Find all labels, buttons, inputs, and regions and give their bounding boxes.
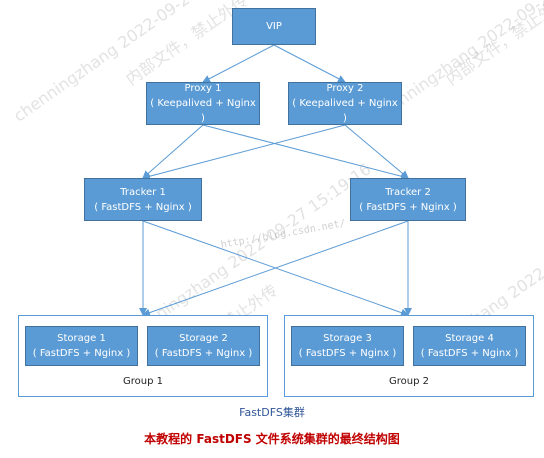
edge-vip-proxy2 (273, 44, 346, 83)
storage3-name: Storage 3 (323, 333, 372, 344)
vip-node: VIP (232, 8, 316, 45)
group2-label: Group 2 (389, 376, 429, 387)
storage2-detail: ( FastDFS + Nginx ) (154, 348, 253, 359)
storage2-node: Storage 2 ( FastDFS + Nginx ) (147, 326, 260, 366)
storage4-node: Storage 4 ( FastDFS + Nginx ) (413, 326, 526, 366)
proxy1-node: Proxy 1 ( Keepalived + Nginx ) (146, 82, 260, 125)
tracker2-node: Tracker 2 ( FastDFS + Nginx ) (350, 178, 466, 221)
storage1-node: Storage 1 ( FastDFS + Nginx ) (25, 326, 138, 366)
edge-vip-proxy1 (202, 44, 275, 83)
tracker2-detail: ( FastDFS + Nginx ) (359, 201, 457, 213)
group1-label: Group 1 (123, 376, 163, 387)
edge-tracker2-group1 (142, 220, 409, 317)
tracker2-name: Tracker 2 (385, 186, 431, 198)
proxy1-name: Proxy 1 (184, 83, 222, 94)
vip-label: VIP (266, 21, 282, 32)
storage2-name: Storage 2 (179, 333, 228, 344)
storage1-detail: ( FastDFS + Nginx ) (32, 348, 131, 359)
storage4-name: Storage 4 (445, 333, 494, 344)
figure-caption: 本教程的 FastDFS 文件系统集群的最终结构图 (144, 432, 400, 446)
tracker1-name: Tracker 1 (120, 186, 166, 198)
edge-proxy1-tracker1 (142, 124, 204, 179)
cluster-label: FastDFS集群 (239, 406, 305, 419)
edge-proxy2-tracker2 (344, 124, 409, 179)
proxy1-detail: ( Keepalived + Nginx ) (150, 98, 256, 124)
tracker1-detail: ( FastDFS + Nginx ) (94, 201, 192, 213)
storage3-detail: ( FastDFS + Nginx ) (298, 348, 397, 359)
storage4-detail: ( FastDFS + Nginx ) (420, 348, 519, 359)
tracker1-node: Tracker 1 ( FastDFS + Nginx ) (84, 178, 202, 221)
edge-proxy2-tracker1 (142, 124, 346, 181)
storage1-name: Storage 1 (57, 333, 106, 344)
proxy2-detail: ( Keepalived + Nginx ) (292, 98, 398, 124)
proxy2-name: Proxy 2 (326, 83, 364, 94)
edge-proxy1-tracker2 (202, 124, 409, 181)
storage3-node: Storage 3 ( FastDFS + Nginx ) (291, 326, 404, 366)
proxy2-node: Proxy 2 ( Keepalived + Nginx ) (288, 82, 402, 125)
